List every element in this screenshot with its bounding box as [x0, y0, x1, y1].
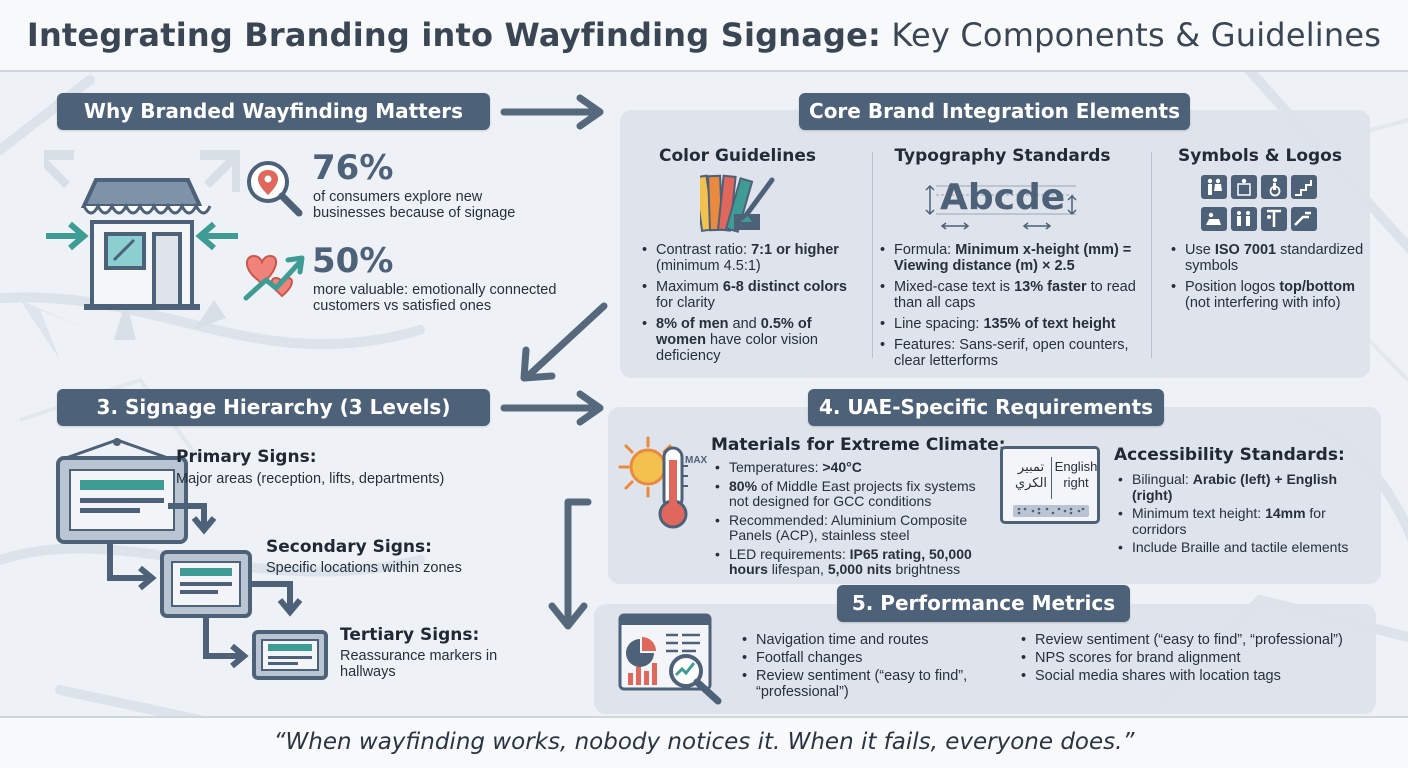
materials-item: LED requirements: IP65 rating, 50,000 ho… [713, 546, 993, 578]
arrow-right-icon [500, 94, 604, 130]
accessibility-item: Bilingual: Arabic (left) + English (righ… [1116, 471, 1378, 503]
core-heading: Core Brand Integration Elements [799, 93, 1190, 130]
accessibility-item: Include Braille and tactile elements [1116, 539, 1378, 556]
page-title-bold: Integrating Branding into Wayfinding Sig… [26, 16, 882, 54]
color-item: Contrast ratio: 7:1 or higher (minimum 4… [640, 242, 865, 274]
metrics-item: Navigation time and routes [740, 632, 1010, 648]
typography-heading: Typography Standards [894, 146, 1111, 166]
pictogram-grid-icon [1201, 175, 1317, 231]
page-title-light: Key Components & Guidelines [891, 16, 1382, 54]
color-guidelines-heading: Color Guidelines [659, 146, 816, 166]
metrics-item: Social media shares with location tags [1019, 668, 1369, 684]
symbols-heading: Symbols & Logos [1178, 146, 1342, 166]
metrics-item: Footfall changes [740, 650, 1010, 666]
materials-item: 80% of Middle East projects fix systems … [713, 478, 993, 510]
hierarchy-diagram [56, 438, 328, 680]
header-bar: Integrating Branding into Wayfinding Sig… [0, 0, 1408, 72]
typography-item: Mixed-case text is 13% faster to read th… [878, 279, 1143, 311]
symbols-list: Use ISO 7001 standardized symbols Positi… [1169, 242, 1369, 316]
typography-sample-text: Abcde [940, 177, 1066, 218]
measure-lines-icon [925, 184, 1077, 230]
stat-value-76: 76% [312, 148, 394, 188]
secondary-signs-title: Secondary Signs: [266, 537, 432, 557]
metrics-list-2: Review sentiment (“easy to find”, “profe… [1019, 632, 1369, 686]
heart-growth-icon [243, 254, 305, 301]
metrics-list-1: Navigation time and routes Footfall chan… [740, 632, 1010, 702]
arrow-down-icon [548, 498, 592, 630]
stat-text-50: more valuable: emotionally connected cus… [313, 282, 557, 314]
tertiary-signs-desc: Reassurance markers in hallways [340, 648, 498, 680]
braille-icon [1013, 505, 1089, 517]
metrics-item: Review sentiment (“easy to find”, “profe… [740, 668, 1010, 700]
typography-item: Formula: Minimum x-height (mm) = Viewing… [878, 242, 1143, 274]
typography-item: Line spacing: 135% of text height [878, 316, 1143, 332]
stat-text-76: of consumers explore new businesses beca… [313, 189, 516, 221]
color-item: Maximum 6-8 distinct colors for clarity [640, 279, 865, 311]
uae-heading: 4. UAE-Specific Requirements [808, 389, 1164, 426]
analytics-dashboard-icon [618, 613, 722, 705]
magnifier-location-icon [247, 161, 303, 217]
metrics-item: Review sentiment (“easy to find”, “profe… [1019, 632, 1369, 648]
typography-list: Formula: Minimum x-height (mm) = Viewing… [878, 242, 1143, 374]
primary-signs-desc: Major areas (reception, lifts, departmen… [176, 471, 445, 487]
arrow-down-left-icon [520, 302, 608, 382]
footer-bar: “When wayfinding works, nobody notices i… [0, 716, 1408, 768]
color-guidelines-list: Contrast ratio: 7:1 or higher (minimum 4… [640, 242, 865, 369]
symbols-item: Position logos top/bottom (not interferi… [1169, 279, 1369, 311]
primary-signs-title: Primary Signs: [176, 447, 317, 467]
metrics-item: NPS scores for brand alignment [1019, 650, 1369, 666]
hierarchy-heading: 3. Signage Hierarchy (3 Levels) [57, 389, 490, 426]
accessibility-item: Minimum text height: 14mm for corridors [1116, 505, 1378, 537]
sign-english-text: English right [1054, 459, 1098, 490]
page-title: Integrating Branding into Wayfinding Sig… [0, 16, 1408, 54]
accessibility-heading: Accessibility Standards: [1114, 445, 1345, 465]
storefront-icon [44, 150, 240, 340]
footer-quote: “When wayfinding works, nobody notices i… [273, 729, 1135, 755]
bilingual-sign-icon: تمبير الكري English right [1000, 446, 1100, 524]
sun-thermometer-icon [618, 436, 688, 529]
arrow-right-icon [500, 390, 604, 426]
tertiary-signs-title: Tertiary Signs: [340, 625, 480, 645]
accessibility-list: Bilingual: Arabic (left) + English (righ… [1116, 471, 1378, 559]
materials-heading: Materials for Extreme Climate: [711, 435, 1006, 455]
typography-item: Features: Sans-serif, open counters, cle… [878, 337, 1143, 369]
stat-value-50: 50% [312, 241, 394, 281]
color-item: 8% of men and 0.5% of women have color v… [640, 316, 865, 364]
metrics-heading: 5. Performance Metrics [837, 585, 1130, 622]
materials-item: Recommended: Aluminium Composite Panels … [713, 512, 993, 544]
secondary-signs-desc: Specific locations within zones [266, 560, 462, 576]
materials-item: Temperatures: >40°C [713, 459, 993, 476]
thermometer-max-label: MAX [685, 455, 708, 466]
sign-arabic-text: تمبير الكري [1014, 459, 1048, 490]
color-swatch-icon [700, 174, 775, 233]
column-divider [1151, 152, 1152, 358]
symbols-item: Use ISO 7001 standardized symbols [1169, 242, 1369, 274]
materials-list: Temperatures: >40°C 80% of Middle East p… [713, 459, 993, 581]
why-heading: Why Branded Wayfinding Matters [57, 93, 490, 130]
typography-sample: Abcde [920, 178, 1084, 232]
column-divider [872, 152, 873, 358]
